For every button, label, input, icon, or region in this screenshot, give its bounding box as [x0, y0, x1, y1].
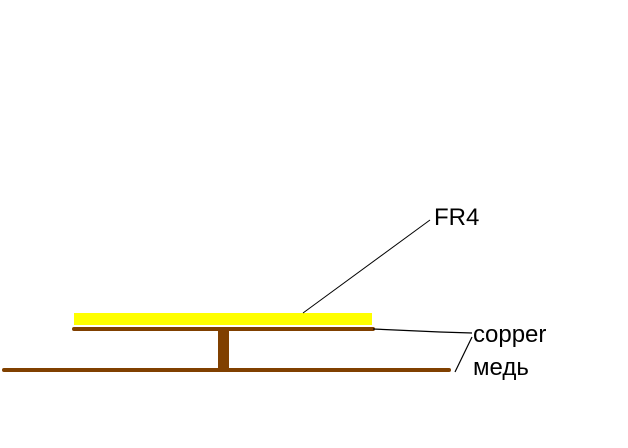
- copper-leader-line-ground: [454, 336, 473, 373]
- fr4-label: FR4: [434, 204, 479, 231]
- feed-post: [218, 329, 229, 370]
- copper-label: copper: [473, 321, 546, 348]
- copper-label-ru: медь: [473, 354, 529, 381]
- fr4-leader-line: [302, 219, 431, 314]
- copper-leader-line-top: [372, 328, 473, 334]
- fr4-substrate: [74, 313, 372, 325]
